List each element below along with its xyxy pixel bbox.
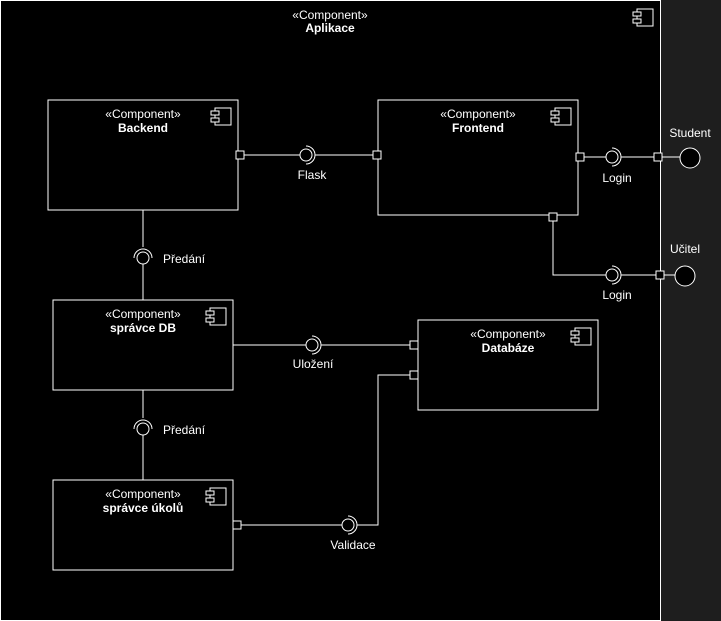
port — [548, 212, 558, 222]
container-title: Aplikace — [305, 21, 355, 35]
databaze-title: Databáze — [482, 341, 535, 355]
interface-validace[interactable]: Validace — [232, 370, 419, 552]
login-ucitel-label: Login — [602, 288, 631, 302]
ulozeni-label: Uložení — [293, 357, 334, 371]
component-icon — [205, 487, 227, 506]
component-spravce-db[interactable]: «Component» správce DB — [52, 299, 234, 391]
spravce-ukolu-title: správce úkolů — [103, 501, 184, 515]
port — [232, 520, 242, 530]
port — [235, 150, 245, 160]
databaze-stereotype: «Component» — [470, 327, 546, 341]
interface-flask[interactable]: Flask — [235, 145, 382, 182]
predani-2-label: Předání — [163, 423, 206, 437]
component-spravce-ukolu[interactable]: «Component» správce úkolů — [52, 479, 234, 571]
interface-predani-1[interactable]: Předání — [133, 210, 206, 300]
actor-student[interactable]: Student — [662, 126, 711, 169]
port — [653, 152, 663, 162]
component-icon — [550, 107, 572, 126]
port — [372, 150, 382, 160]
ucitel-label: Učitel — [670, 242, 700, 256]
interface-ulozeni[interactable]: Uložení — [233, 335, 419, 371]
component-icon — [570, 327, 592, 346]
validace-label: Validace — [330, 538, 375, 552]
container-stereotype: «Component» — [292, 8, 368, 22]
component-icon — [210, 107, 232, 126]
component-databaze[interactable]: «Component» Databáze — [417, 319, 599, 411]
ucitel-port-circle — [674, 265, 696, 287]
login-student-label: Login — [602, 171, 631, 185]
student-label: Student — [669, 126, 711, 140]
backend-stereotype: «Component» — [105, 107, 181, 121]
spravce-db-title: správce DB — [110, 321, 176, 335]
interface-predani-2[interactable]: Předání — [133, 390, 206, 480]
interface-login-ucitel[interactable]: Login — [548, 212, 665, 302]
frontend-title: Frontend — [452, 121, 504, 135]
flask-label: Flask — [298, 168, 328, 182]
predani-1-label: Předání — [163, 252, 206, 266]
port — [655, 270, 665, 280]
component-backend[interactable]: «Component» Backend — [47, 99, 239, 211]
spravce-ukolu-stereotype: «Component» — [105, 487, 181, 501]
port — [409, 340, 419, 350]
student-port-circle — [679, 147, 701, 169]
port — [575, 152, 585, 162]
actor-ucitel[interactable]: Učitel — [664, 242, 700, 287]
component-frontend[interactable]: «Component» Frontend — [377, 99, 579, 216]
component-icon — [205, 307, 227, 326]
spravce-db-stereotype: «Component» — [105, 307, 181, 321]
port — [409, 370, 419, 380]
component-icon — [632, 8, 654, 27]
backend-title: Backend — [118, 121, 168, 135]
frontend-stereotype: «Component» — [440, 107, 516, 121]
